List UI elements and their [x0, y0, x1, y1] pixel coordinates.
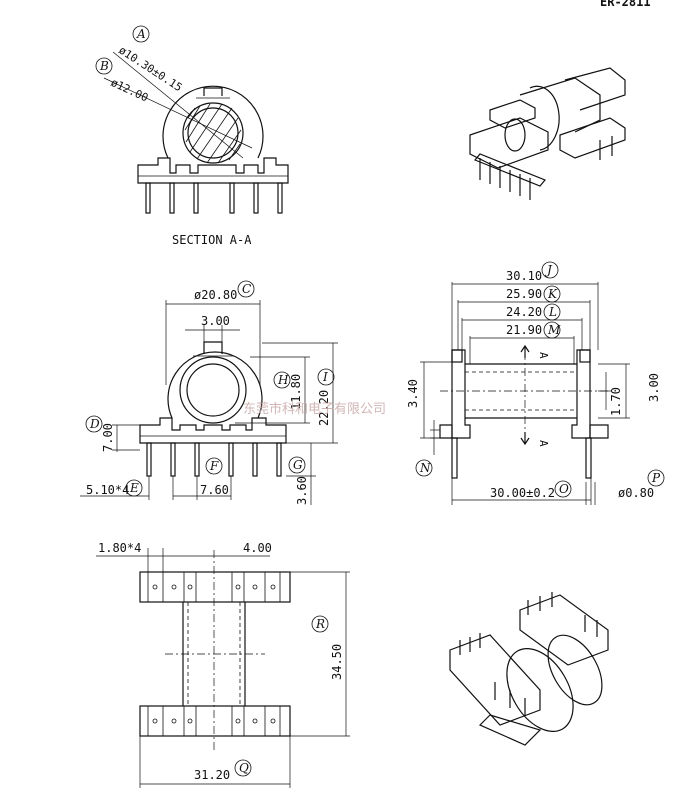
marker-n: N: [419, 461, 431, 475]
dim-o: 30.00±0.2: [490, 486, 555, 500]
section-arrow-top: A: [537, 352, 550, 359]
dim-top-left: 1.80*4: [98, 541, 141, 555]
dim-r: 34.50: [330, 644, 344, 680]
marker-r: R: [315, 617, 325, 631]
marker-c: C: [242, 282, 251, 296]
marker-e: E: [129, 481, 139, 495]
marker-l: L: [548, 305, 557, 319]
section-view: A B ø10.30±0.15 ø12.00 SECTION A-A: [95, 25, 289, 247]
top-flange-details: [147, 572, 281, 736]
dim-e: 5.10*4: [86, 483, 129, 497]
dim-j: 30.10: [506, 269, 542, 283]
section-arrow-bottom: A: [537, 440, 550, 447]
iso-view-top: [469, 67, 626, 200]
marker-q: Q: [239, 761, 249, 775]
marker-d: D: [89, 417, 100, 431]
marker-o: O: [559, 482, 569, 496]
dim-c: ø20.80: [194, 288, 237, 302]
dim-side-right: 3.00: [647, 373, 661, 402]
section-label: SECTION A-A: [172, 233, 252, 247]
marker-h: H: [277, 373, 289, 387]
dim-side-left: 3.40: [406, 379, 420, 408]
marker-i: I: [322, 370, 328, 384]
marker-p: P: [651, 471, 661, 485]
top-view: 1.80*4 4.00 34.50 R 31.20 Q: [96, 541, 350, 788]
dim-m: 21.90: [506, 323, 542, 337]
dim-slot: 3.00: [201, 314, 230, 328]
dim-l: 24.20: [506, 305, 542, 319]
dim-p: ø0.80: [618, 486, 654, 500]
dim-d: 7.00: [101, 423, 115, 452]
marker-b: B: [99, 59, 109, 73]
corner-title: ER-2811: [600, 0, 651, 9]
tube-hatching: [184, 103, 242, 164]
marker-m: M: [547, 323, 561, 337]
marker-j: J: [544, 263, 553, 277]
dim-h: 11.80: [289, 374, 303, 410]
dim-g: 3.60: [295, 476, 309, 505]
section-pins: [145, 182, 283, 214]
dim-f: 7.60: [200, 483, 229, 497]
dim-q: 31.20: [194, 768, 230, 782]
marker-g: G: [293, 458, 303, 472]
dim-b: ø12.00: [109, 76, 151, 105]
marker-f: F: [209, 459, 219, 473]
iso-view-bottom: [449, 592, 609, 746]
marker-k: K: [547, 287, 558, 301]
watermark: 东莞市科和电子有限公司: [243, 401, 386, 417]
dim-side-mid: 1.70: [609, 387, 623, 416]
dim-k: 25.90: [506, 287, 542, 301]
dim-i: 22.20: [317, 390, 331, 426]
side-view: A A 30.10 J 25.90 K 24.20 L 21.90 M 3.40: [406, 261, 665, 505]
front-view: ø20.80 C 3.00 11.80 H 22.20 I 3.60 G 7.0…: [80, 280, 338, 505]
dim-top-right: 4.00: [243, 541, 272, 555]
marker-a: A: [136, 27, 146, 41]
